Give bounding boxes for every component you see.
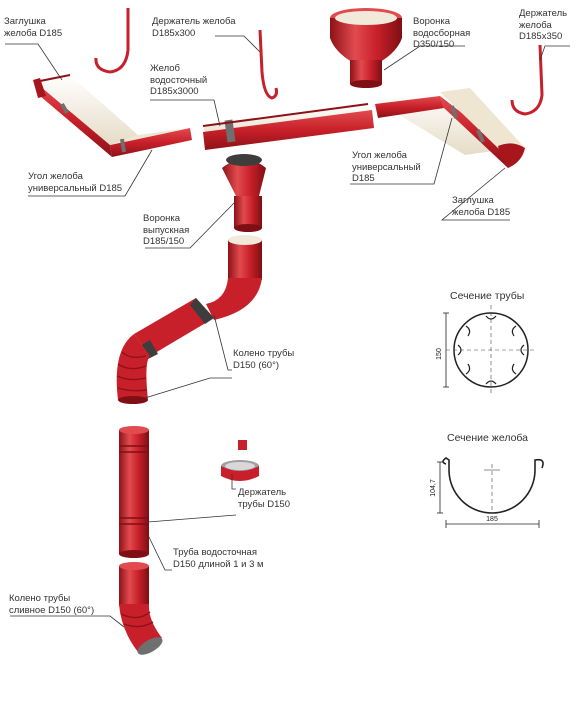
gutter-section-width: 185: [486, 516, 498, 523]
outlet-funnel: [222, 154, 266, 232]
label-downpipe: Труба водосточная D150 длиной 1 и 3 м: [173, 547, 264, 570]
label-corner-left: Угол желоба универсальный D185: [28, 171, 123, 194]
pipe-section-drawing: 150: [436, 305, 536, 395]
gutter-straight: [202, 103, 374, 150]
leader-lines: [5, 35, 570, 628]
gutter-section-title: Сечение желоба: [447, 432, 529, 444]
end-cap-right: [498, 143, 525, 168]
label-gutter: Желоб водосточный D185x3000: [150, 63, 208, 97]
collecting-funnel: [330, 8, 402, 88]
gutter-section-height: 104,7: [430, 479, 437, 497]
gutter-holder-350: [510, 44, 544, 116]
downpipe: [119, 426, 149, 558]
gutter-corner-right: [375, 88, 525, 168]
label-end-cap-left: Заглушка желоба D185: [4, 16, 63, 39]
label-collecting-funnel: Воронка водосборная D350/150: [413, 16, 471, 50]
label-outlet-funnel: Воронка выпускная D185/150: [143, 213, 190, 247]
label-pipe-elbow: Колено трубы D150 (60°): [233, 348, 295, 371]
label-drain-elbow: Колено трубы сливное D150 (60°): [9, 593, 95, 616]
pipe-elbow-upper: [116, 235, 262, 404]
gutter-corner-left: [34, 74, 192, 157]
end-cap-left: [33, 78, 46, 98]
drain-elbow: [119, 562, 163, 655]
pipe-holder: [221, 440, 259, 481]
gutter-holder-300: [94, 8, 130, 74]
label-gutter-holder-350: Держатель желоба D185x350: [519, 8, 568, 42]
label-end-cap-right: Заглушка желоба D185: [452, 195, 511, 218]
gutter-holder-300-b: [258, 29, 278, 100]
pipe-section-dimension: 150: [436, 348, 443, 360]
label-gutter-holder-300: Держатель желоба D185x300: [152, 16, 236, 39]
pipe-section-title: Сечение трубы: [450, 290, 525, 302]
gutter-section-drawing: 104,7 185: [430, 457, 544, 528]
label-pipe-holder: Держатель трубы D150: [238, 487, 291, 510]
label-corner-right: Угол желоба универсальный D185: [352, 150, 421, 184]
